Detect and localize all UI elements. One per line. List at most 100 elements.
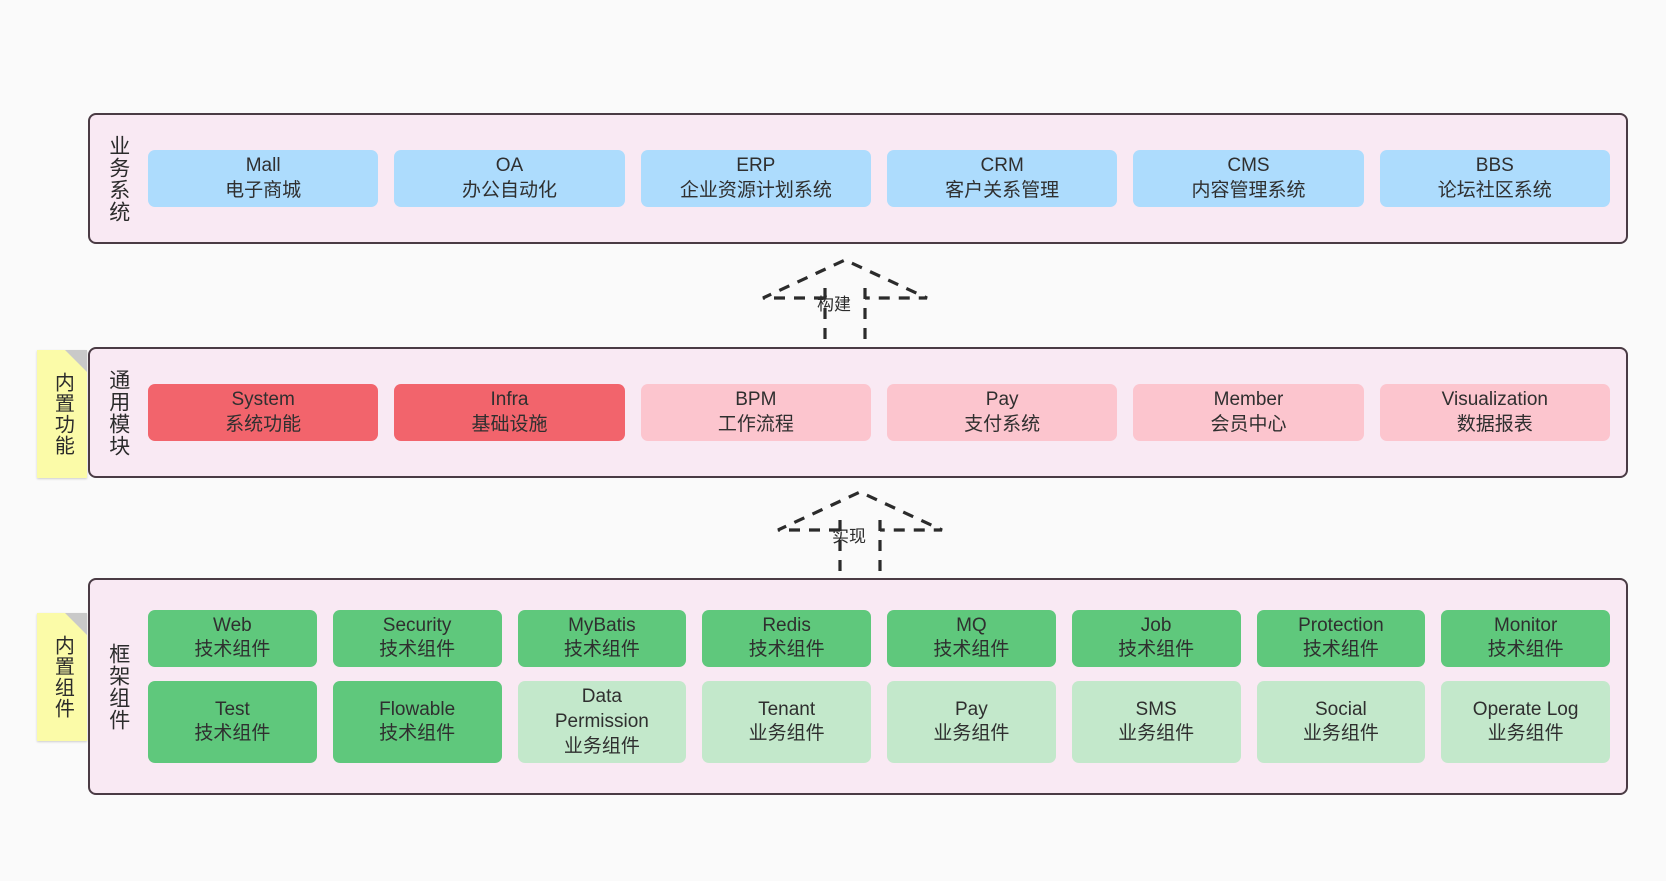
- cell-desc: 工作流程: [717, 413, 794, 435]
- cell-data-permission[interactable]: Data Permission 业务组件: [517, 681, 687, 764]
- cell-test[interactable]: Test 技术组件: [148, 681, 317, 764]
- row-business-components: Test 技术组件 Flowable 技术组件 Data Permission …: [148, 681, 1610, 764]
- layer-title-business-system: 业务系统: [106, 134, 130, 223]
- cell-redis[interactable]: Redis 技术组件: [702, 609, 871, 668]
- cell-desc: 技术组件: [748, 639, 825, 661]
- cell-pay-business[interactable]: Pay 业务组件: [887, 681, 1056, 764]
- cell-bpm[interactable]: BPM 工作流程: [640, 383, 871, 442]
- cell-desc: 数据报表: [1456, 413, 1533, 435]
- cell-desc: 技术组件: [379, 723, 456, 745]
- cell-operate-log[interactable]: Operate Log 业务组件: [1441, 681, 1610, 764]
- cell-name: Pay: [985, 388, 1019, 410]
- cell-name: Infra: [490, 388, 529, 410]
- cell-desc: 业务组件: [933, 723, 1010, 745]
- note-builtin-function: 内置功能: [37, 350, 87, 478]
- layer-title-common-module: 通用模块: [106, 368, 130, 457]
- note-label: 内置功能: [51, 372, 74, 456]
- cell-name: Mall: [245, 154, 281, 176]
- cell-desc: 技术组件: [1118, 639, 1195, 661]
- cell-desc: 办公自动化: [461, 179, 557, 201]
- cell-name: Monitor: [1493, 614, 1558, 636]
- cell-tenant[interactable]: Tenant 业务组件: [702, 681, 871, 764]
- row-common-module: System 系统功能 Infra 基础设施 BPM 工作流程 Pay 支付系统…: [148, 383, 1610, 442]
- cell-desc: 业务组件: [1302, 723, 1379, 745]
- cell-desc: 支付系统: [964, 413, 1041, 435]
- note-fold-corner: [65, 613, 87, 635]
- cell-name: Redis: [762, 614, 811, 636]
- cell-oa[interactable]: OA 办公自动化: [394, 149, 625, 208]
- cell-name: Data Permission: [554, 686, 649, 732]
- cell-erp[interactable]: ERP 企业资源计划系统: [640, 149, 871, 208]
- note-builtin-component: 内置组件: [37, 613, 87, 741]
- cell-desc: 技术组件: [194, 639, 271, 661]
- connector-arrowhead: [777, 490, 943, 532]
- layer-body-framework-component: Web 技术组件 Security 技术组件 MyBatis 技术组件 Redi…: [146, 580, 1626, 793]
- cell-desc: 业务组件: [563, 735, 640, 757]
- cell-security[interactable]: Security 技术组件: [332, 609, 502, 668]
- cell-flowable[interactable]: Flowable 技术组件: [332, 681, 502, 764]
- cell-name: Flowable: [379, 698, 456, 720]
- layer-body-common-module: System 系统功能 Infra 基础设施 BPM 工作流程 Pay 支付系统…: [146, 349, 1626, 476]
- cell-visualization[interactable]: Visualization 数据报表: [1379, 383, 1610, 442]
- connector-build: 构建: [755, 258, 935, 348]
- cell-system[interactable]: System 系统功能: [148, 383, 379, 442]
- cell-name: Pay: [955, 698, 988, 720]
- cell-desc: 基础设施: [471, 413, 548, 435]
- cell-social[interactable]: Social 业务组件: [1256, 681, 1426, 764]
- connector-build-label: 构建: [817, 295, 851, 314]
- cell-desc: 论坛社区系统: [1437, 179, 1552, 201]
- cell-desc: 业务组件: [1118, 723, 1195, 745]
- cell-web[interactable]: Web 技术组件: [148, 609, 317, 668]
- cell-crm[interactable]: CRM 客户关系管理: [886, 149, 1118, 208]
- cell-name: BBS: [1475, 154, 1514, 176]
- cell-desc: 技术组件: [194, 723, 271, 745]
- cell-desc: 技术组件: [1302, 639, 1379, 661]
- cell-desc: 电子商城: [225, 179, 302, 201]
- cell-desc: 技术组件: [379, 639, 456, 661]
- cell-mall[interactable]: Mall 电子商城: [148, 149, 379, 208]
- cell-name: Security: [382, 614, 452, 636]
- layer-title-framework-component: 框架组件: [106, 642, 130, 731]
- note-fold-corner: [65, 350, 87, 372]
- cell-desc: 客户关系管理: [945, 179, 1060, 201]
- connector-implement: 实现: [770, 490, 950, 580]
- cell-monitor[interactable]: Monitor 技术组件: [1441, 609, 1610, 668]
- cell-member[interactable]: Member 会员中心: [1133, 383, 1364, 442]
- connector-implement-label: 实现: [832, 527, 866, 546]
- cell-desc: 内容管理系统: [1191, 179, 1306, 201]
- cell-name: Visualization: [1441, 388, 1548, 410]
- cell-name: Protection: [1298, 614, 1384, 636]
- cell-desc: 业务组件: [1487, 723, 1564, 745]
- cell-desc: 技术组件: [933, 639, 1010, 661]
- cell-name: Member: [1213, 388, 1284, 410]
- cell-name: OA: [495, 154, 524, 176]
- cell-mq[interactable]: MQ 技术组件: [887, 609, 1056, 668]
- cell-name: Social: [1315, 698, 1367, 720]
- cell-mybatis[interactable]: MyBatis 技术组件: [517, 609, 687, 668]
- note-label: 内置组件: [51, 635, 74, 719]
- layer-body-business-system: Mall 电子商城 OA 办公自动化 ERP 企业资源计划系统 CRM 客户关系…: [146, 115, 1626, 242]
- layer-common-module: 通用模块 System 系统功能 Infra 基础设施 BPM 工作流程 Pay…: [88, 347, 1628, 478]
- connector-arrowhead: [762, 258, 928, 300]
- cell-name: Test: [214, 698, 250, 720]
- cell-name: Web: [213, 614, 252, 636]
- cell-bbs[interactable]: BBS 论坛社区系统: [1379, 149, 1610, 208]
- cell-protection[interactable]: Protection 技术组件: [1256, 609, 1426, 668]
- cell-name: SMS: [1135, 698, 1177, 720]
- cell-desc: 技术组件: [1487, 639, 1564, 661]
- layer-framework-component: 框架组件 Web 技术组件 Security 技术组件 MyBatis 技术组件…: [88, 578, 1628, 795]
- cell-infra[interactable]: Infra 基础设施: [394, 383, 625, 442]
- cell-name: Job: [1140, 614, 1172, 636]
- cell-cms[interactable]: CMS 内容管理系统: [1133, 149, 1364, 208]
- cell-name: BPM: [735, 388, 777, 410]
- cell-name: ERP: [736, 154, 776, 176]
- cell-desc: 技术组件: [563, 639, 640, 661]
- cell-name: MyBatis: [568, 614, 636, 636]
- cell-desc: 企业资源计划系统: [679, 179, 832, 201]
- cell-name: CMS: [1227, 154, 1270, 176]
- cell-sms[interactable]: SMS 业务组件: [1071, 681, 1241, 764]
- cell-desc: 系统功能: [225, 413, 302, 435]
- cell-job[interactable]: Job 技术组件: [1071, 609, 1241, 668]
- cell-pay[interactable]: Pay 支付系统: [886, 383, 1118, 442]
- cell-desc: 业务组件: [748, 723, 825, 745]
